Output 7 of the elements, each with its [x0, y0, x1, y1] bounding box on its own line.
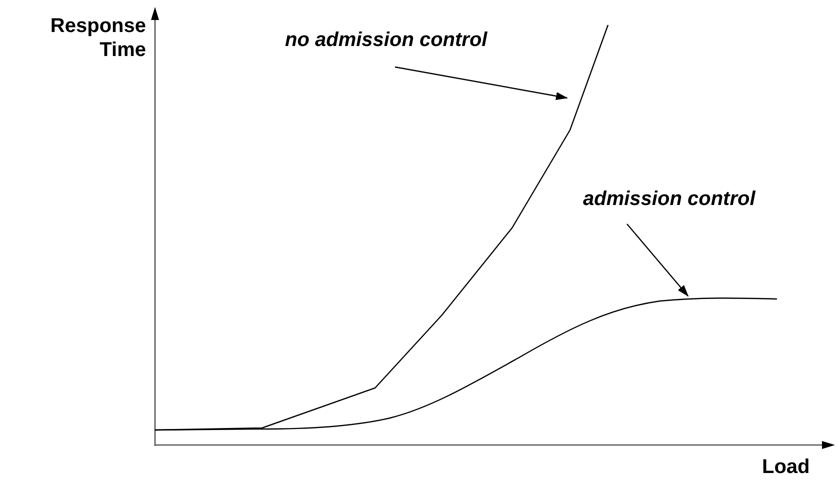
leader-line: [394, 66, 568, 100]
curve-label: admission control: [583, 187, 756, 211]
response-curve: [155, 298, 778, 431]
leader-line: [626, 224, 689, 297]
axis-label: Load: [762, 455, 810, 479]
axis-label: Response Time: [49, 14, 146, 62]
curve-label: no admission control: [285, 28, 488, 52]
